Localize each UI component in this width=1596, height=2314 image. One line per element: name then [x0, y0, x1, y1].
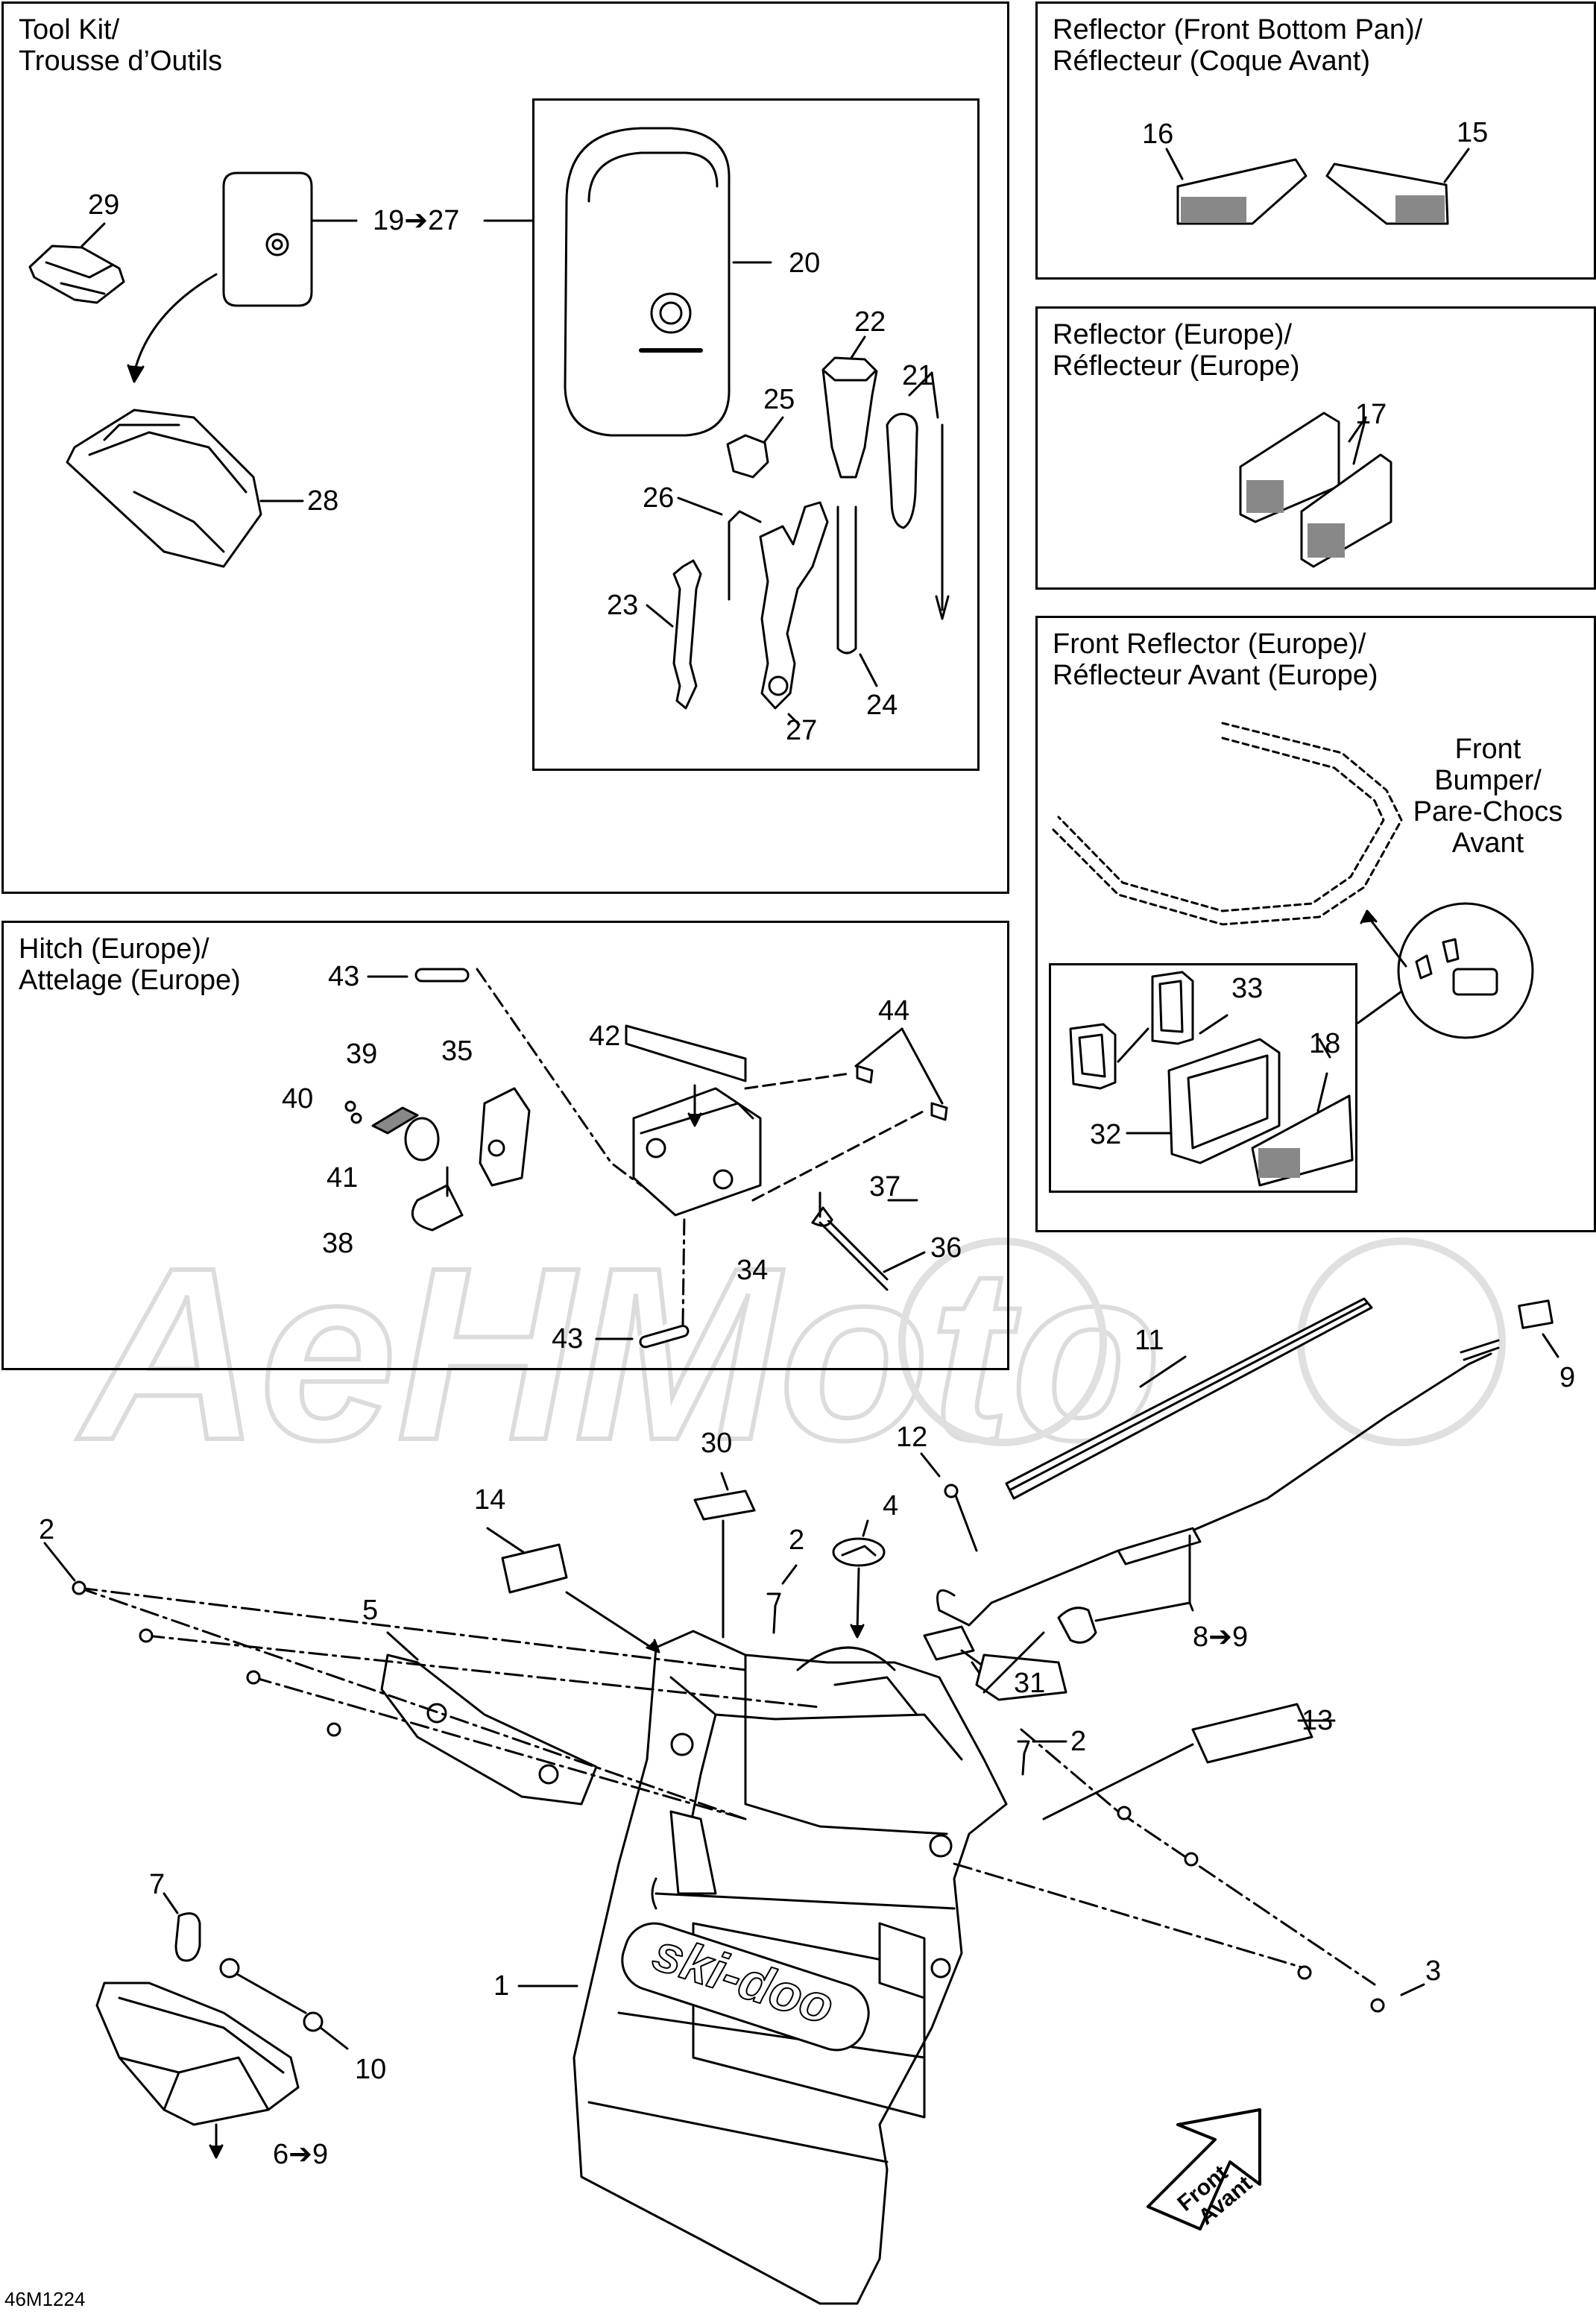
tool-kit-inset-box	[532, 98, 980, 771]
strap-clip	[28, 222, 125, 304]
callout-19-27: 19➔27	[373, 205, 460, 236]
callout-4: 4	[883, 1490, 899, 1522]
callout-22: 22	[854, 306, 886, 338]
callout-16: 16	[1142, 119, 1174, 150]
front-bumper	[1050, 722, 1403, 926]
tool-kit-panel: Tool Kit/ Trousse d’Outils	[1, 1, 1009, 894]
front-bumper-label: Front Bumper/ Pare-Chocs Avant	[1413, 734, 1563, 859]
decals	[486, 1472, 1336, 1820]
hex-key	[677, 496, 762, 601]
hitch-europe-title: Hitch (Europe)/ Attelage (Europe)	[19, 933, 241, 996]
callout-11: 11	[1135, 1325, 1164, 1356]
callout-29: 29	[88, 189, 120, 221]
reflector-right	[1325, 148, 1470, 225]
hitch-assembly	[344, 968, 948, 1349]
tool-clip	[726, 416, 784, 479]
callout-8-9: 8➔9	[1193, 1621, 1249, 1653]
callout-41: 41	[327, 1162, 359, 1194]
callout-10: 10	[355, 2054, 387, 2085]
callout-36: 36	[930, 1232, 962, 1264]
callout-14: 14	[474, 1484, 506, 1516]
reflector-pair	[1239, 412, 1392, 568]
callout-43-top: 43	[328, 961, 360, 992]
reflector-europe-title: Reflector (Europe)/ Réflecteur (Europe)	[1053, 319, 1300, 382]
callout-13: 13	[1302, 1705, 1334, 1736]
callout-28: 28	[307, 485, 339, 517]
reflector-europe-panel: Reflector (Europe)/ Réflecteur (Europe)	[1035, 306, 1596, 590]
hitch-europe-panel: Hitch (Europe)/ Attelage (Europe)	[1, 921, 1009, 1370]
callout-6-9: 6➔9	[273, 2139, 329, 2170]
hood-assembly: ski-doo	[517, 1630, 1008, 2305]
callout-3: 3	[1425, 1955, 1442, 1987]
tool-kit-title: Tool Kit/ Trousse d’Outils	[19, 14, 223, 77]
callout-23: 23	[607, 590, 639, 621]
callout-38: 38	[322, 1228, 354, 1259]
callout-42: 42	[589, 1021, 621, 1052]
callout-32: 32	[1090, 1119, 1122, 1150]
front-reflector-europe-panel: Front Reflector (Europe)/ Réflecteur Ava…	[1035, 616, 1596, 1232]
callout-24: 24	[866, 690, 898, 721]
callout-40: 40	[282, 1083, 314, 1115]
callout-15: 15	[1457, 117, 1489, 148]
callout-18: 18	[1309, 1028, 1341, 1059]
callout-43-bottom: 43	[552, 1323, 584, 1355]
callout-35: 35	[441, 1035, 473, 1067]
front-direction-arrow[interactable]	[1146, 2108, 1261, 2231]
fastener-lines	[43, 1542, 1425, 2013]
callout-20: 20	[789, 248, 821, 279]
emblem	[832, 1519, 886, 1639]
reflector-front-bottom-title: Reflector (Front Bottom Pan)/ Réflecteur…	[1053, 14, 1423, 77]
headlight-assembly	[95, 1892, 349, 2159]
tool-pouch-small	[127, 171, 534, 383]
spark-plug-socket	[821, 335, 878, 479]
callout-1: 1	[493, 1970, 510, 2002]
callout-30: 30	[701, 1428, 733, 1459]
reflector-detail-circle	[1357, 902, 1534, 1039]
tool-holder-bracket	[66, 409, 304, 568]
tool-pouch-large	[564, 127, 772, 437]
reflector-inset-box	[1049, 963, 1357, 1193]
callout-7: 7	[149, 1869, 165, 1900]
callout-34: 34	[737, 1255, 769, 1286]
front-reflector-europe-title: Front Reflector (Europe)/ Réflecteur Ava…	[1053, 628, 1378, 691]
wire-loop	[836, 505, 878, 687]
callout-2-right: 2	[1070, 1726, 1087, 1757]
callout-44: 44	[878, 995, 910, 1027]
reflector-left	[1165, 148, 1308, 225]
callout-25: 25	[763, 384, 795, 415]
callout-27: 27	[786, 715, 818, 746]
callout-33: 33	[1231, 973, 1264, 1004]
callout-31: 31	[1014, 1668, 1046, 1699]
reflector-front-bottom-panel: Reflector (Front Bottom Pan)/ Réflecteur…	[1035, 1, 1596, 280]
multi-tool	[759, 501, 829, 726]
callout-9: 9	[1559, 1362, 1576, 1393]
svg-text:AeHMoto: AeHMoto	[75, 1216, 1161, 1491]
screwdriver	[886, 371, 950, 620]
callout-39: 39	[346, 1038, 378, 1070]
diagram-code: 46M1224	[4, 2288, 86, 2310]
callout-2-left: 2	[39, 1514, 55, 1545]
callout-21: 21	[902, 360, 934, 391]
callout-37: 37	[869, 1171, 901, 1202]
callout-12: 12	[896, 1422, 928, 1453]
callout-2-mid: 2	[789, 1525, 805, 1556]
callout-26: 26	[643, 482, 675, 514]
callout-5: 5	[362, 1595, 379, 1626]
open-end-wrench	[646, 559, 702, 710]
wiring-and-strip	[920, 1297, 1559, 1644]
reflector-housing-parts	[1069, 971, 1354, 1187]
callout-17: 17	[1355, 399, 1387, 430]
